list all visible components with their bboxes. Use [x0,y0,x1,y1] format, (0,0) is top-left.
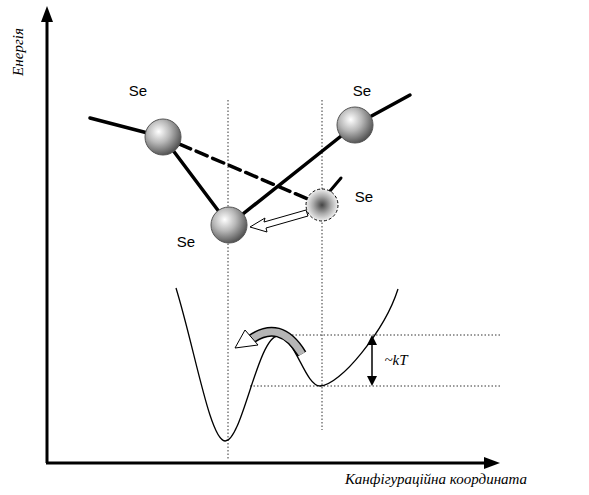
energy-label: ~kT [384,353,407,368]
kt-arrow [367,335,377,386]
axes [41,6,500,469]
displacement-arrow [250,210,308,232]
atom-label: Se [355,189,373,204]
atom-label: Se [177,234,195,249]
guide-lines [228,100,500,460]
atom-label: Se [129,83,147,98]
bonds [90,95,410,225]
axis-title: Енергія [11,28,26,76]
axis-title: Канфігураційна координата [345,472,527,487]
potential-curve [176,288,398,441]
atom-label: Se [353,83,371,98]
se-atoms [145,107,373,243]
hop-arrow [235,330,302,354]
